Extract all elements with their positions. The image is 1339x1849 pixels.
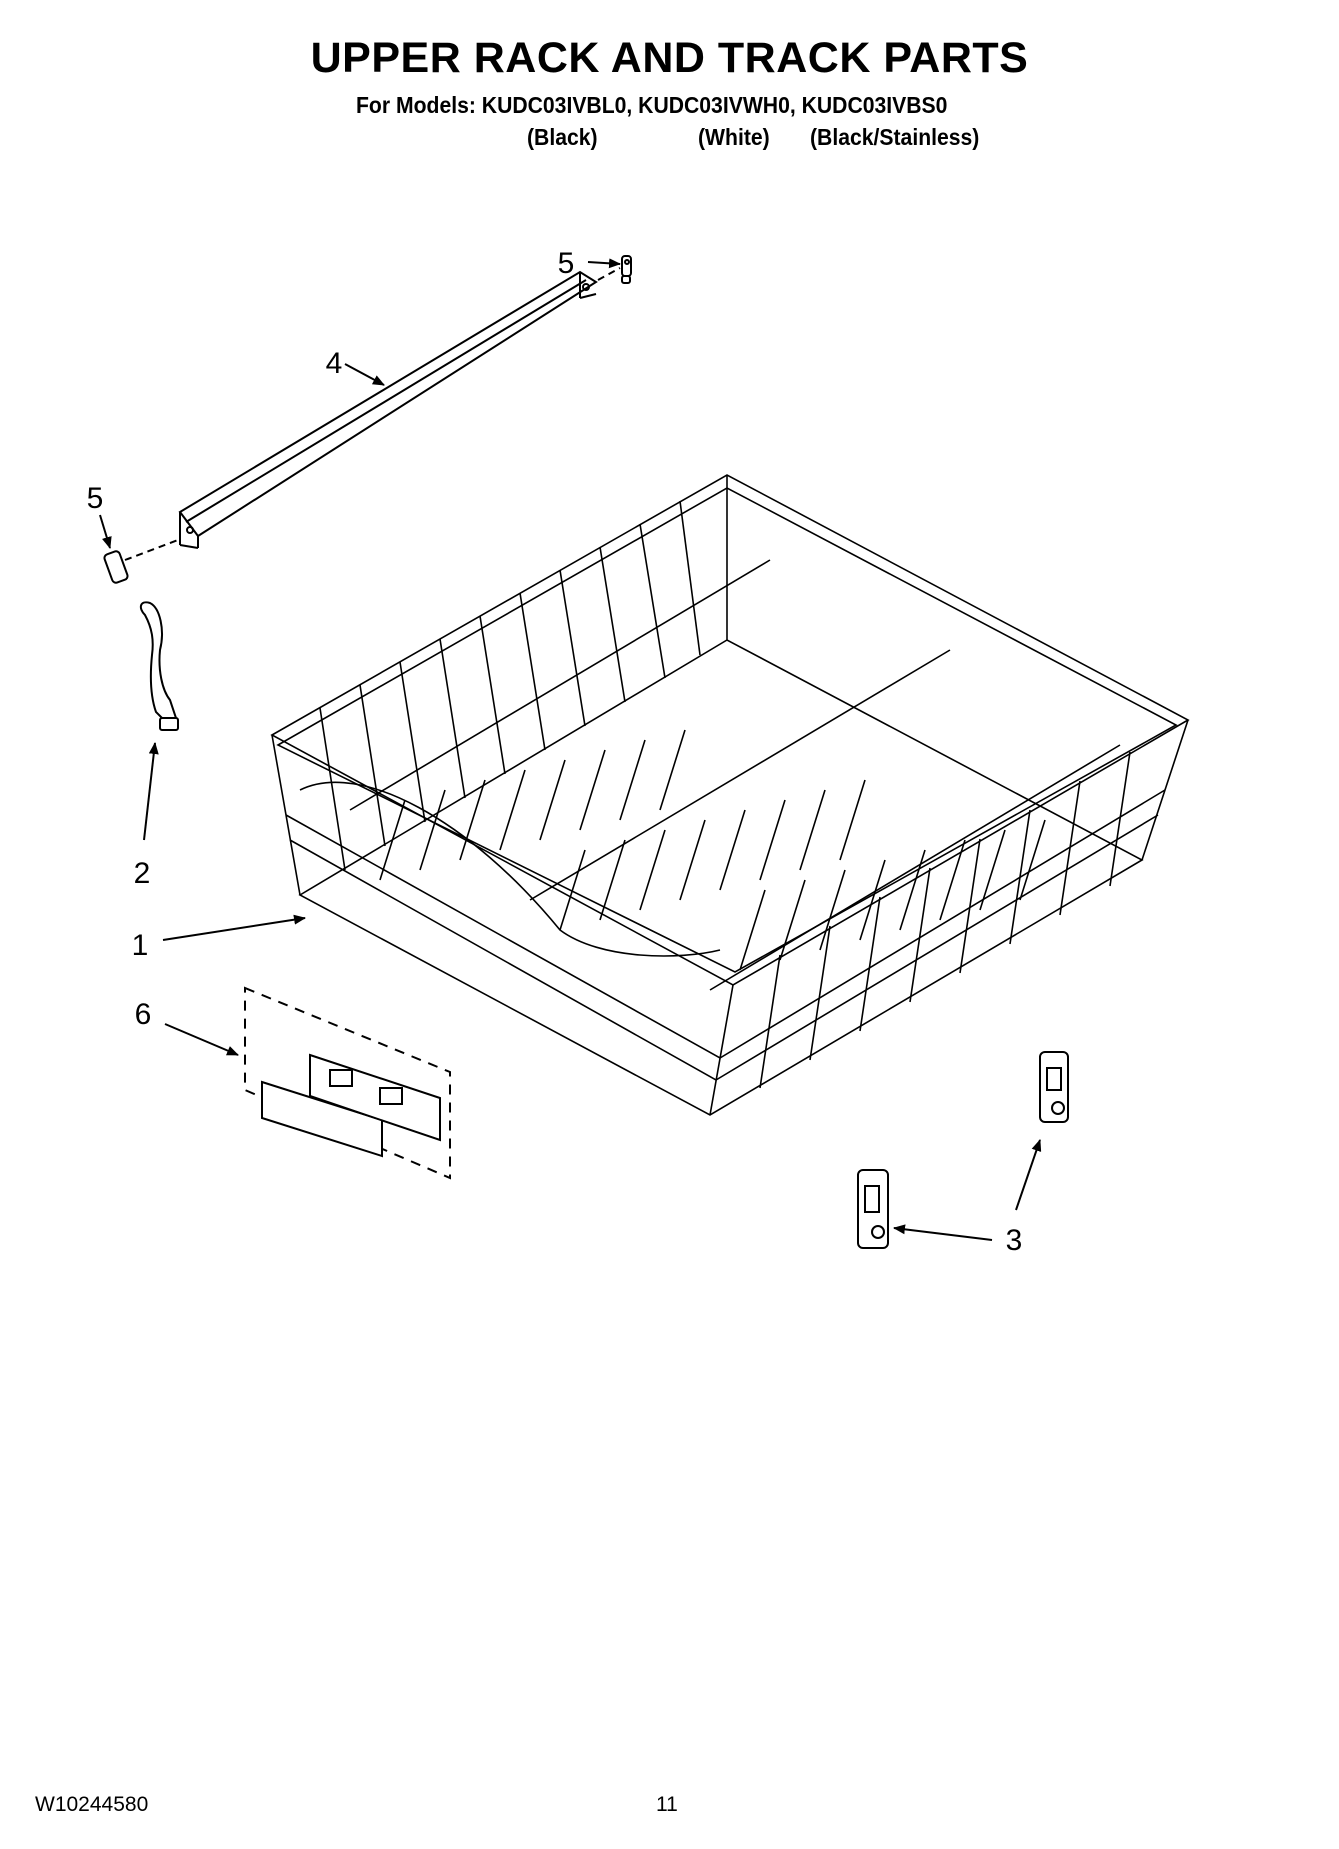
callout-5-top: 5 [558,247,575,280]
callout-5-left: 5 [87,482,104,515]
leader-lines [99,258,1042,1241]
page-title: UPPER RACK AND TRACK PARTS [310,34,1029,82]
page-number: 11 [656,1793,678,1816]
callout-2: 2 [134,857,151,890]
callout-4: 4 [326,347,343,380]
end-cap-left-part [103,539,179,584]
callout-6: 6 [135,998,152,1031]
end-cap-top-part [597,255,632,284]
rack-clip-part [139,601,179,731]
upper-rack-part [270,474,1190,1116]
handle-assembly-part [244,986,451,1180]
track-rail-part [178,270,598,549]
document-number: W10244580 [35,1793,149,1816]
variant-black-stainless: (Black/Stainless) [810,124,980,150]
callout-3: 3 [1006,1224,1023,1257]
variant-black: (Black) [527,124,598,150]
track-stop-clip-part [857,1051,1069,1249]
variant-white: (White) [698,124,770,150]
callout-1: 1 [132,929,149,962]
models-line: For Models: KUDC03IVBL0, KUDC03IVWH0, KU… [356,92,948,118]
